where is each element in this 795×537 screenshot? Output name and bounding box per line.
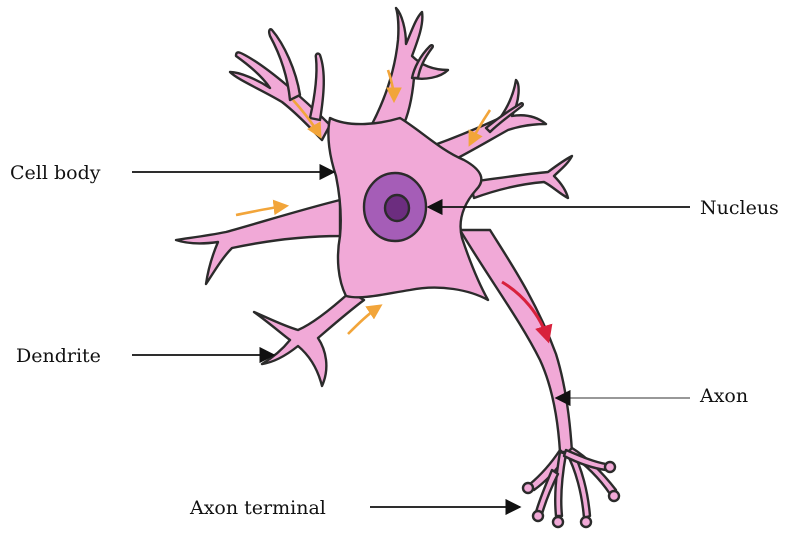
label-nucleus: Nucleus xyxy=(700,197,779,219)
dendrite-left xyxy=(176,200,340,284)
axon-terminal-branches xyxy=(523,448,619,527)
axon-shaft xyxy=(460,230,572,452)
nucleolus xyxy=(385,195,409,221)
dendrite-lower-left xyxy=(254,292,364,386)
label-axon: Axon xyxy=(699,385,748,407)
label-axon-terminal: Axon terminal xyxy=(189,497,326,519)
dendrite-top xyxy=(370,8,448,132)
label-dendrite: Dendrite xyxy=(16,345,101,367)
dendrite-right xyxy=(470,156,572,198)
neuron-shape xyxy=(176,8,619,527)
input-arrow-4 xyxy=(236,206,286,215)
label-cell-body: Cell body xyxy=(10,162,101,184)
